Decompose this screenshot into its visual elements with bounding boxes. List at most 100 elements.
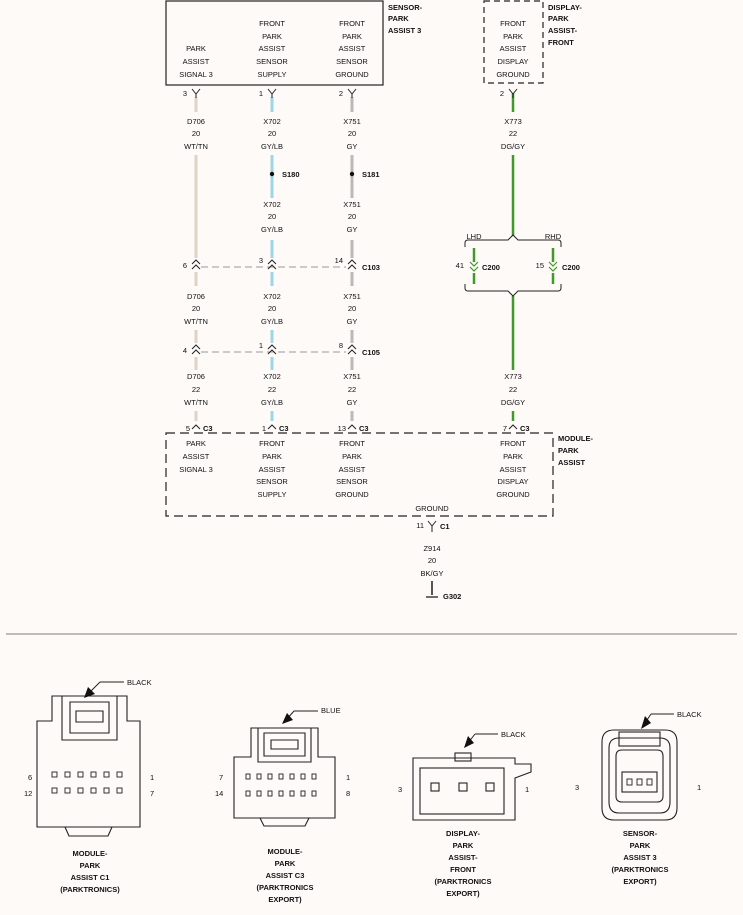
module-pin13-label-5: GROUND — [335, 490, 369, 499]
module-ground-label: GROUND — [415, 504, 449, 513]
c1-cavity — [77, 787, 84, 794]
x702-seg1-code: X702 — [263, 117, 281, 126]
c103-pin6-terminal — [191, 259, 201, 270]
sensor-pin2-label-1: FRONT — [339, 19, 365, 28]
module-pin13-label-2: PARK — [342, 452, 362, 461]
module-pin5-label-3: SIGNAL 3 — [179, 465, 213, 474]
c103-pin6-number: 6 — [183, 261, 187, 270]
module-pin13-label-1: FRONT — [339, 439, 365, 448]
c1-latch-frame — [61, 696, 118, 741]
sensor-right-number: 1 — [697, 783, 701, 792]
sensor-conn-key — [618, 731, 661, 747]
c3-color-label: BLUE — [321, 706, 341, 715]
sensor-left-number: 3 — [575, 783, 579, 792]
c3-caption-3: ASSIST C3 — [266, 871, 305, 880]
c105-pin8-number: 8 — [339, 341, 343, 350]
display-pin-label-5: GROUND — [496, 70, 530, 79]
display-pin2-number: 2 — [500, 89, 504, 98]
c3-caption-2: PARK — [275, 859, 296, 868]
sensor-pin2-terminal — [347, 88, 357, 98]
display-name-line-4: FRONT — [548, 38, 574, 47]
display-name-line-2: PARK — [548, 14, 569, 23]
c1-caption-1: MODULE- — [73, 849, 108, 858]
connector-view-c1: BLACK 6 12 1 7 MODULE- PARK ASSIST C1 (P… — [24, 678, 154, 894]
c103-pin14-terminal — [347, 259, 357, 270]
sensor-conn-middle — [608, 737, 671, 814]
display-park-assist-front: DISPLAY- PARK ASSIST- FRONT FRONT PARK A… — [483, 0, 582, 84]
c1-color-label: BLACK — [127, 678, 152, 687]
module-pin1-label-2: PARK — [262, 452, 282, 461]
sensor-pin1-label-5: SUPPLY — [257, 70, 286, 79]
sensor-pin1-terminal — [267, 88, 277, 98]
x702-seg3-code: X702 — [263, 372, 281, 381]
display-caption-6: EXPORT) — [446, 889, 480, 898]
x751-seg2-gauge: 20 — [348, 304, 356, 313]
module-pin13-label-3: ASSIST — [339, 465, 366, 474]
module-pin7-label-2: PARK — [503, 452, 523, 461]
sensor-conn-inner — [615, 749, 664, 803]
c1-right-number-1: 1 — [150, 773, 154, 782]
connector-view-display: BLACK 3 1 DISPLAY- PARK ASSIST- FRONT (P… — [398, 730, 532, 898]
sensor-pin1-label-3: ASSIST — [259, 44, 286, 53]
c200-terminals — [469, 261, 558, 272]
sensor-conn-outer — [601, 729, 678, 821]
x751-seg2-code: X751 — [343, 292, 361, 301]
c105-pin1-terminal — [267, 344, 277, 355]
c3-cavity — [278, 790, 284, 797]
display-conn-body — [412, 757, 532, 821]
x773-seg1-gauge: 22 — [509, 129, 517, 138]
z914-color: BK/GY — [421, 569, 444, 578]
ground-circuit: 11 C1 Z914 20 BK/GY G302 — [416, 520, 461, 601]
display-conn-cavity — [430, 782, 440, 792]
c3-latch-inner — [263, 732, 306, 757]
c1-latch-tab — [75, 710, 104, 723]
c1-bottom-key — [64, 826, 113, 837]
c3-cavity — [300, 790, 306, 797]
c3-cavity — [300, 773, 306, 780]
c103-pin3-terminal — [267, 259, 277, 270]
module-pin7-label-5: GROUND — [496, 490, 530, 499]
c3-right-number-1: 1 — [346, 773, 350, 782]
lhd-label: LHD — [466, 232, 482, 241]
c3-cavity — [278, 773, 284, 780]
module-pin5-label-2: ASSIST — [183, 452, 210, 461]
x702-seg1b-gauge: 20 — [268, 212, 276, 221]
x702-seg3-gauge: 22 — [268, 385, 276, 394]
display-color-label: BLACK — [501, 730, 526, 739]
x773-seg1-color: DG/GY — [501, 142, 525, 151]
sensor-caption-5: EXPORT) — [623, 877, 657, 886]
sensor-name-line-3: ASSIST 3 — [388, 26, 421, 35]
c1-cavity — [77, 771, 84, 778]
display-caption-5: (PARKTRONICS — [435, 877, 492, 886]
c3-cavity — [256, 773, 262, 780]
x751-seg1-gauge: 20 — [348, 129, 356, 138]
sensor-cavity — [626, 778, 633, 786]
x702-seg1b-color: GY/LB — [261, 225, 283, 234]
c105-label: C105 — [362, 348, 380, 357]
sensor-pin2-number: 2 — [339, 89, 343, 98]
sensor-caption-2: PARK — [630, 841, 651, 850]
c1-conn-label: C1 — [440, 522, 450, 531]
x751-seg3-gauge: 22 — [348, 385, 356, 394]
c1-pin11-terminal — [427, 520, 437, 532]
rhd-label: RHD — [545, 232, 562, 241]
x751-seg1b-code: X751 — [343, 200, 361, 209]
c1-caption-4: (PARKTRONICS) — [60, 885, 120, 894]
c103-pin14-number: 14 — [335, 256, 343, 265]
x702-seg1-gauge: 20 — [268, 129, 276, 138]
c3-pin13-terminal — [347, 424, 357, 430]
x751-seg1-color: GY — [347, 142, 358, 151]
x751-seg1-code: X751 — [343, 117, 361, 126]
connector-view-c3: BLUE 7 14 1 8 MODULE- PARK ASSIST C3 (PA… — [215, 706, 350, 904]
c3-pin5-terminal — [191, 424, 201, 430]
display-caption-3: ASSIST- — [448, 853, 478, 862]
c3-caption-1: MODULE- — [268, 847, 303, 856]
module-name-line-3: ASSIST — [558, 458, 586, 467]
x773-seg3-color: DG/GY — [501, 398, 525, 407]
wire-labels-seg2: D706 20 WT/TN X702 20 GY/LB X751 20 GY — [184, 292, 361, 326]
display-box — [483, 0, 544, 84]
c3-latch-tab — [270, 739, 299, 750]
d706-seg3-gauge: 22 — [192, 385, 200, 394]
display-pin-label-3: ASSIST — [500, 44, 527, 53]
